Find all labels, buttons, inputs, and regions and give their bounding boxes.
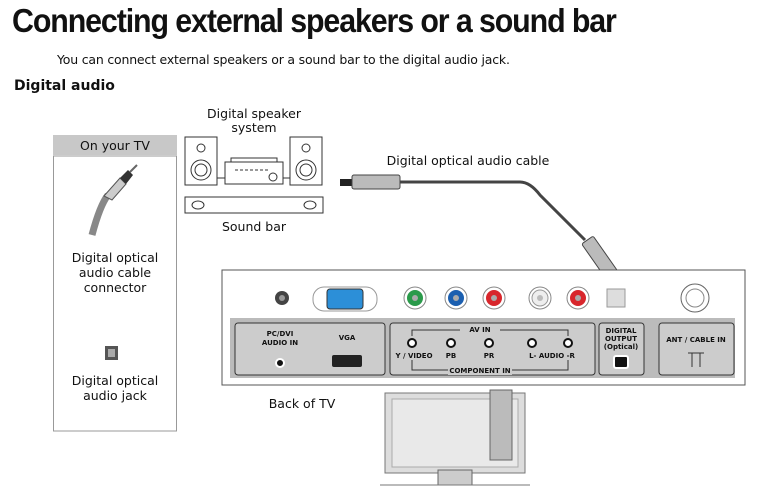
av-in-label: AV IN	[469, 326, 490, 334]
component-in-label: COMPONENT IN	[449, 367, 510, 375]
y-video-label: Y / VIDEO	[394, 352, 432, 360]
ant-cable-label: ANT / CABLE IN	[666, 336, 726, 344]
digital-output-label-2: OUTPUT	[605, 335, 637, 343]
pc-audio-label-1: PC/DVI	[267, 330, 294, 338]
sound-bar-icon	[184, 196, 324, 214]
jack-label-line1: Digital optical	[72, 373, 158, 388]
speaker-system-icon	[184, 136, 323, 186]
on-tv-box	[53, 155, 177, 432]
optical-output-port-icon	[613, 355, 629, 369]
digital-output-label-3: (Optical)	[604, 343, 638, 351]
speaker-label-line2: system	[231, 120, 276, 135]
optical-connector-icon	[88, 164, 138, 236]
section-heading: Digital audio	[14, 78, 115, 94]
vga-label: VGA	[339, 334, 356, 342]
pb-label: PB	[446, 352, 456, 360]
panel-connectors	[275, 283, 710, 313]
page-title: Connecting external speakers or a sound …	[12, 2, 617, 39]
on-tv-label: On your TV	[80, 138, 150, 153]
sound-bar-label: Sound bar	[222, 219, 287, 234]
cable-label: Digital optical audio cable	[387, 153, 550, 168]
pr-label: PR	[484, 352, 495, 360]
on-tv-header	[53, 135, 177, 155]
speaker-label-line1: Digital speaker	[207, 106, 302, 121]
connector-label-line2: audio cable	[79, 265, 152, 280]
antenna-icon	[688, 352, 704, 367]
digital-output-label-1: DIGITAL	[606, 327, 637, 335]
intro-text: You can connect external speakers or a s…	[57, 52, 510, 67]
audio-label: L- AUDIO -R	[529, 352, 575, 360]
connector-label-line3: connector	[84, 280, 147, 295]
pc-audio-label-2: AUDIO IN	[262, 339, 298, 347]
jack-label-line2: audio jack	[83, 388, 148, 403]
back-of-tv-label: Back of TV	[269, 396, 336, 411]
tv-rear-illustration	[380, 389, 530, 486]
optical-jack-icon	[105, 346, 118, 360]
connector-label-line1: Digital optical	[72, 250, 158, 265]
